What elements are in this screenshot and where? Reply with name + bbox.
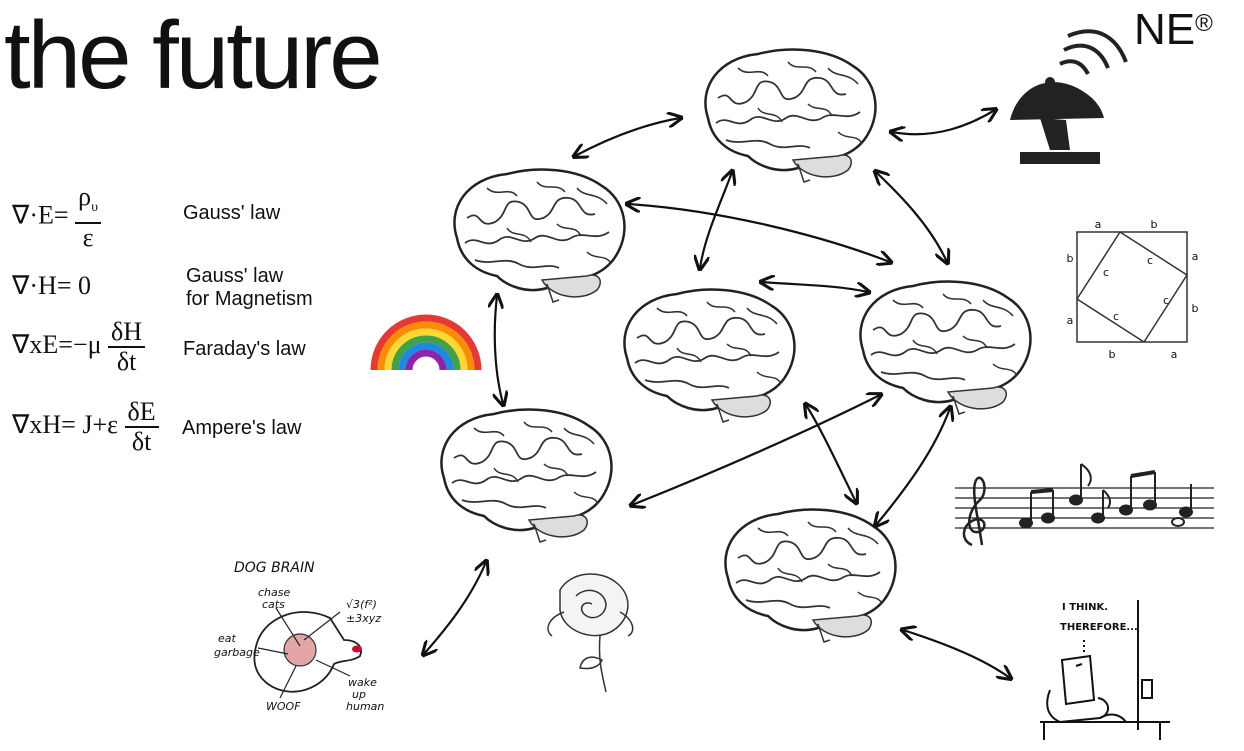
doodle-label: WOOF (266, 700, 301, 713)
cartoon-caption: I THINK. THEREFORE... (1060, 602, 1138, 633)
side-label: a (1192, 250, 1199, 263)
rainbow-icon (370, 314, 482, 371)
doodle-label: wake (348, 676, 377, 689)
equation-fraction: δE δt (124, 398, 159, 456)
brain-icon (623, 288, 796, 424)
law-label-gauss-magnetism: Gauss' law for Magnetism (186, 265, 313, 311)
cartoon-text: THEREFORE... (1060, 622, 1138, 633)
dog-brain-doodle (253, 607, 362, 699)
connection-arrows (424, 110, 1010, 678)
fraction-subscript: υ (91, 200, 99, 216)
fraction-numerator: δH (108, 318, 146, 348)
fraction-numerator: δE (124, 398, 159, 428)
equation-fraction: δH δt (108, 318, 146, 376)
fraction-denominator: δt (131, 427, 152, 456)
computer-icon (1040, 600, 1170, 740)
fraction-numerator: ρ (78, 182, 92, 211)
doodle-label: ±3xyz (346, 612, 381, 625)
side-label: b (1067, 252, 1074, 265)
hypotenuse-label: c (1147, 254, 1153, 267)
hypotenuse-label: c (1163, 294, 1169, 307)
equation-fraction: ρυ ε (75, 182, 102, 253)
law-label-line: Gauss' law (186, 265, 284, 287)
brain-icon (704, 48, 877, 184)
hypotenuse-label: c (1103, 266, 1109, 279)
equation-lhs: ∇·H= 0 (12, 271, 91, 300)
equation-faraday: ∇xE=−μ δH δt (12, 318, 146, 376)
hypotenuse-label: c (1113, 310, 1119, 323)
side-label: b (1192, 302, 1199, 315)
equation-gauss-magnetism: ∇·H= 0 (12, 271, 91, 301)
dog-brain-labels: DOG BRAIN chase cats eat garbage √3(f²) … (214, 560, 384, 713)
doodle-label: up (352, 688, 366, 701)
doodle-label: human (346, 700, 384, 713)
equation-lhs: ∇xE=−μ (12, 329, 102, 359)
dog-brain-title: DOG BRAIN (234, 560, 315, 576)
law-label-faraday: Faraday's law (183, 338, 306, 360)
side-label: b (1109, 348, 1116, 361)
doodle-label: √3(f²) (346, 598, 377, 611)
side-label: a (1095, 218, 1102, 231)
music-staff-icon (955, 463, 1214, 547)
fraction-denominator: δt (116, 347, 137, 376)
page-title: the future (4, 2, 383, 109)
brain-icon (453, 168, 626, 304)
logo-text: NE (1134, 5, 1196, 54)
law-label-ampere: Ampere's law (182, 417, 302, 439)
ne-logo: NE® (1134, 8, 1213, 52)
side-label: a (1067, 314, 1074, 327)
pythagoras-diagram (1075, 230, 1189, 344)
doodle-label: eat (218, 632, 237, 645)
doodle-label: garbage (214, 646, 260, 659)
brain-icon (859, 280, 1032, 416)
registered-mark: ® (1195, 10, 1213, 37)
doodle-label: cats (262, 598, 285, 611)
pythagoras-labels: a b b a a b b a c c c c (1067, 218, 1199, 361)
equation-lhs: ∇xH= J+ε (12, 409, 119, 439)
equation-lhs: ∇·E= (12, 200, 69, 230)
satellite-dish-icon (1010, 29, 1128, 164)
equation-ampere: ∇xH= J+ε δE δt (12, 398, 159, 456)
side-label: b (1151, 218, 1158, 231)
law-label-gauss: Gauss' law (183, 202, 281, 224)
fraction-denominator: ε (82, 223, 94, 253)
brain-icon (440, 408, 613, 544)
doodle-label: chase (258, 586, 290, 599)
law-label-line: for Magnetism (186, 288, 313, 310)
side-label: a (1171, 348, 1178, 361)
equation-gauss: ∇·E= ρυ ε (12, 182, 102, 253)
rose-icon (547, 573, 634, 693)
brain-icon (724, 508, 897, 644)
cartoon-text: I THINK. (1062, 602, 1108, 613)
